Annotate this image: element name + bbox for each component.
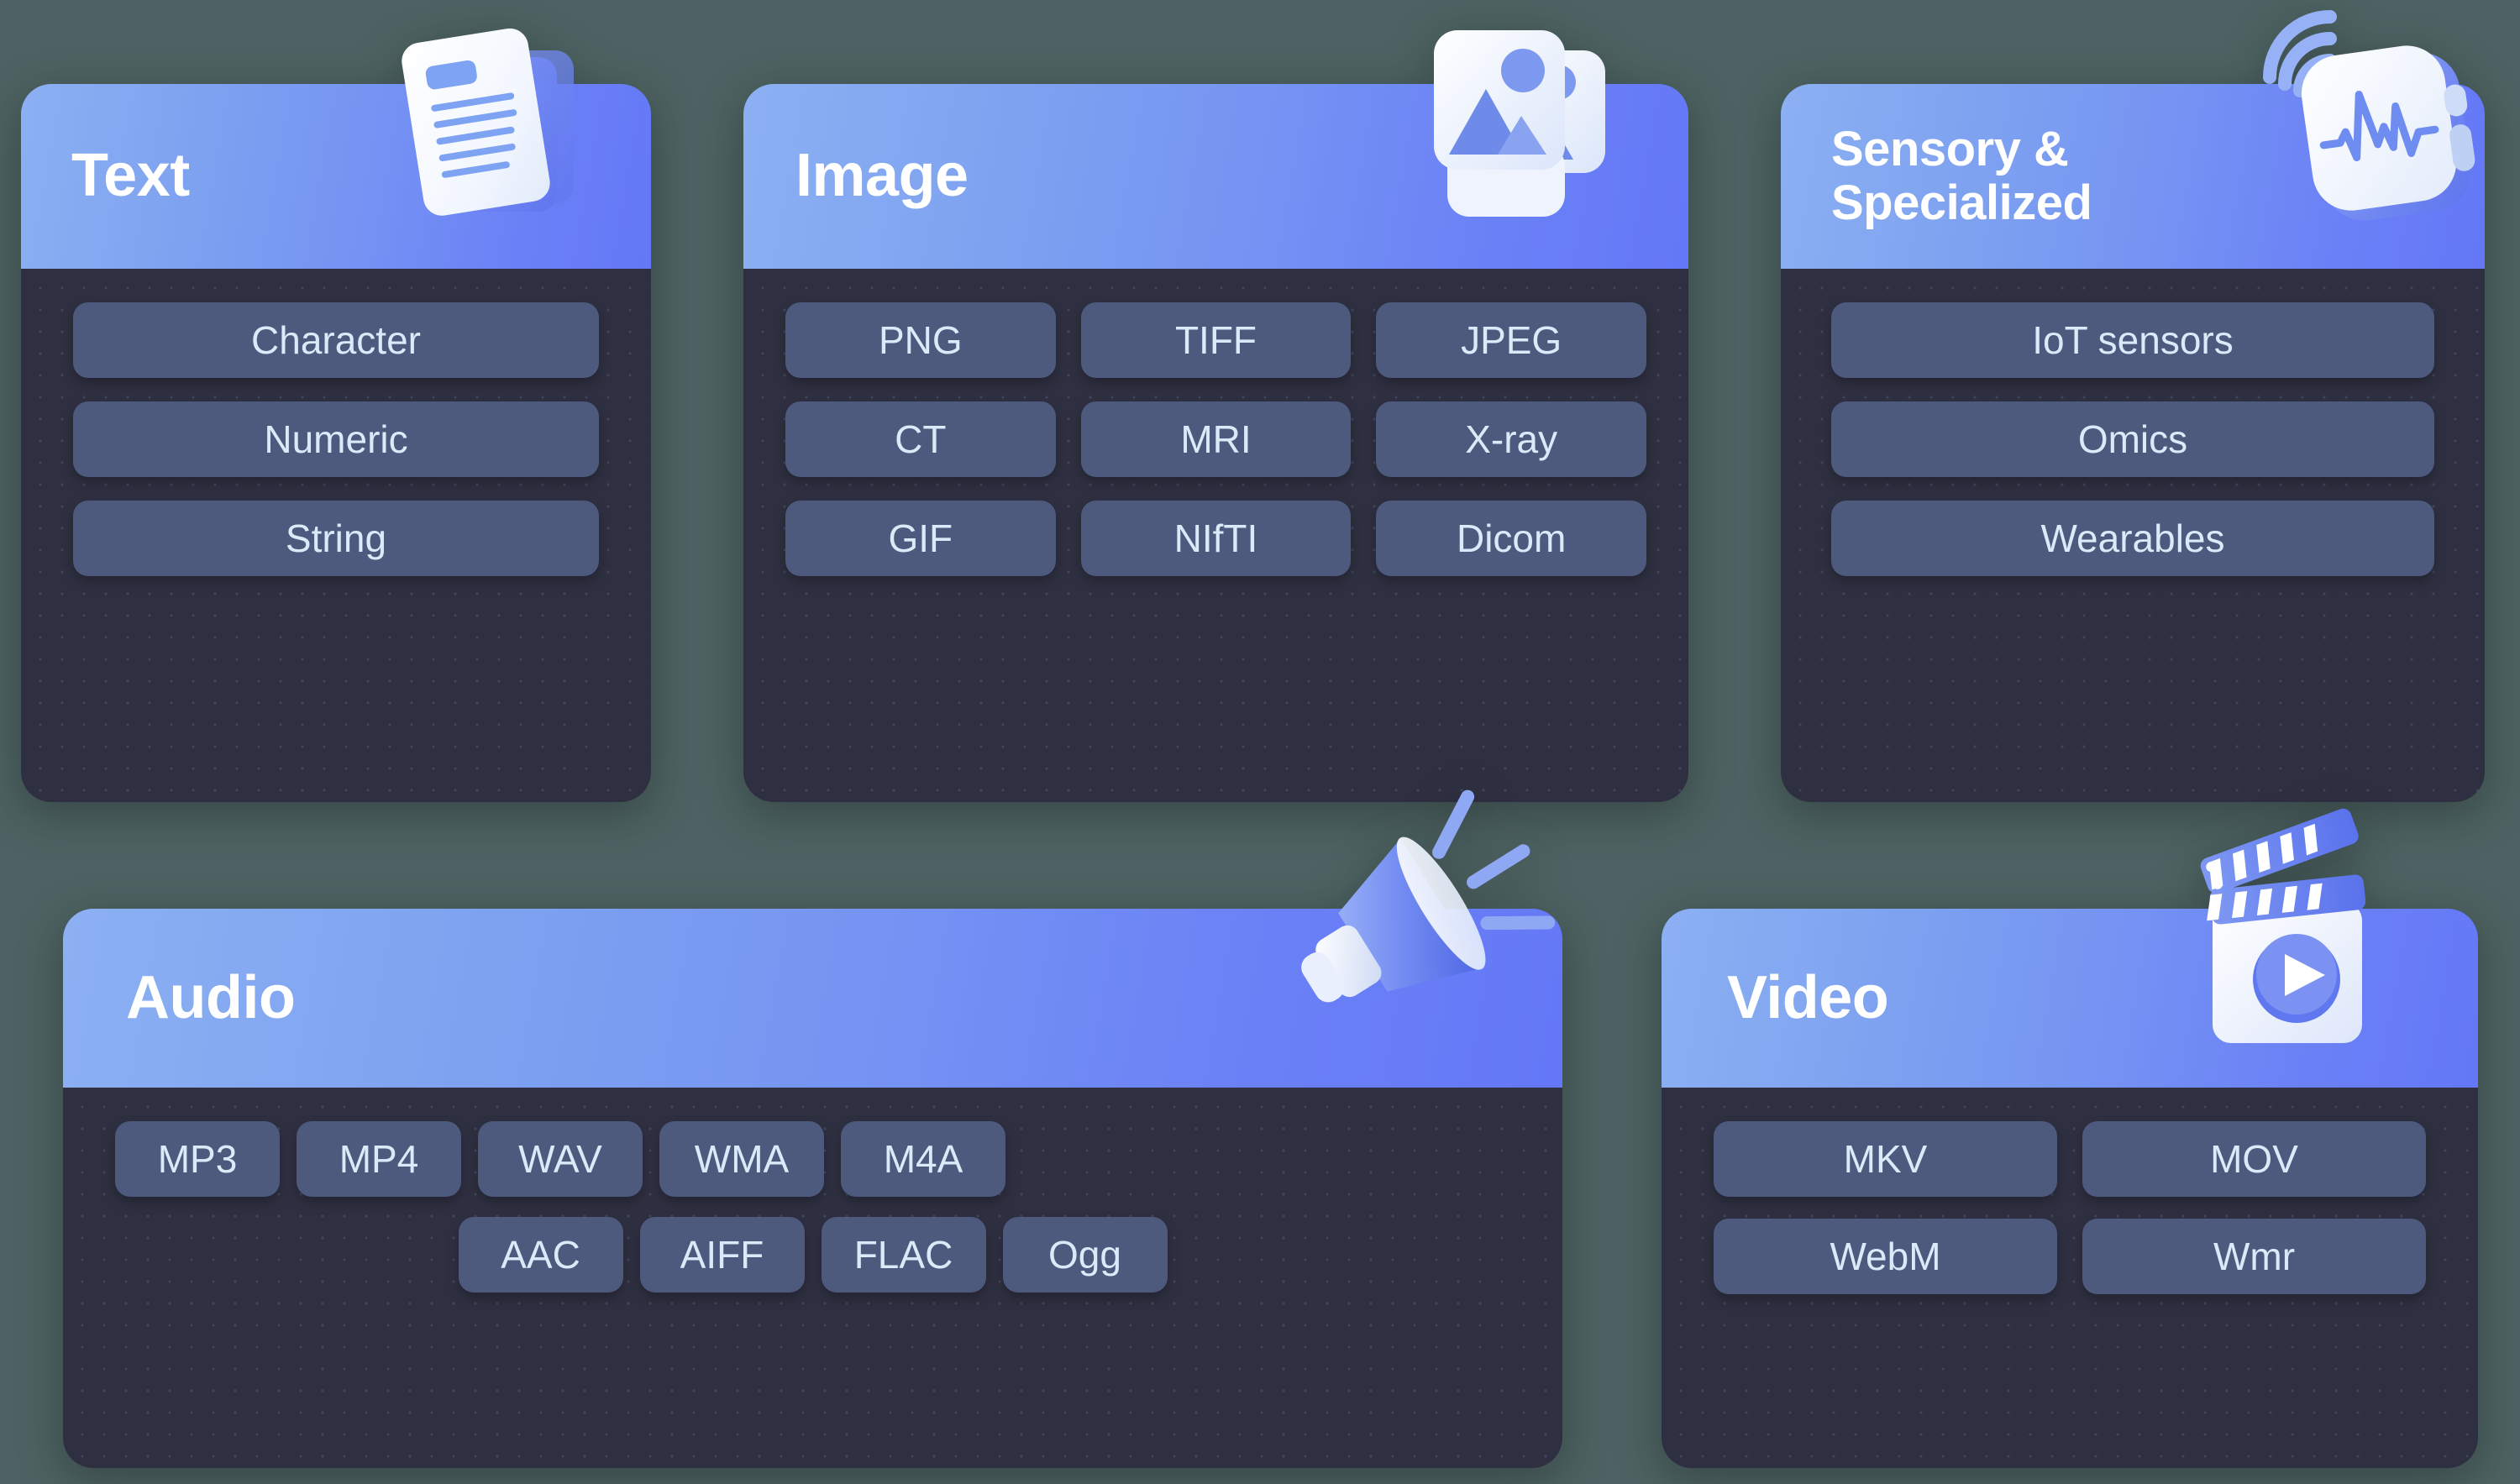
pill-item[interactable]: AIFF bbox=[639, 1217, 805, 1293]
pill-item[interactable]: WAV bbox=[478, 1121, 643, 1197]
pill-item[interactable]: Omics bbox=[1831, 401, 2434, 477]
pill-item[interactable]: AAC bbox=[458, 1217, 623, 1293]
pill-item[interactable]: X-ray bbox=[1376, 401, 1646, 477]
card-audio-title: Audio bbox=[126, 963, 296, 1031]
card-video-pill-grid: MKV MOV WebM Wmr bbox=[1662, 1121, 2478, 1294]
pill-item[interactable]: String bbox=[73, 501, 599, 576]
card-video: Video MKV MOV WebM Wmr bbox=[1662, 808, 2478, 1468]
card-sensory-title: Sensory & Specialized bbox=[1831, 122, 2092, 230]
pill-item[interactable]: CT bbox=[785, 401, 1056, 477]
pill-item[interactable]: PNG bbox=[785, 302, 1056, 378]
pill-item[interactable]: NIfTI bbox=[1080, 501, 1352, 576]
pill-item[interactable]: WMA bbox=[659, 1121, 824, 1197]
pill-item[interactable]: Numeric bbox=[73, 401, 599, 477]
pill-item[interactable]: MRI bbox=[1080, 401, 1352, 477]
card-image: Image PNG TIFF JPEG CT MRI X-ray GIF NIf… bbox=[743, 30, 1688, 802]
pill-item[interactable]: IoT sensors bbox=[1831, 302, 2434, 378]
card-sensory-header: Sensory & Specialized bbox=[1781, 84, 2485, 269]
pill-item[interactable]: JPEG bbox=[1376, 302, 1646, 378]
pill-item[interactable]: TIFF bbox=[1080, 302, 1352, 378]
card-audio-body: MP3 MP4 WAV WMA M4A AAC AIFF FLAC Ogg bbox=[63, 1088, 1562, 1468]
card-text-pill-list: Character Numeric String bbox=[21, 302, 651, 576]
pill-item[interactable]: Ogg bbox=[1002, 1217, 1168, 1293]
card-video-header: Video bbox=[1662, 909, 2478, 1088]
card-image-pill-grid: PNG TIFF JPEG CT MRI X-ray GIF NIfTI Dic… bbox=[743, 302, 1688, 576]
pill-item[interactable]: MOV bbox=[2082, 1121, 2426, 1197]
pill-item[interactable]: WebM bbox=[1714, 1219, 2057, 1294]
card-video-title: Video bbox=[1727, 963, 1889, 1031]
pill-item[interactable]: Wearables bbox=[1831, 501, 2434, 576]
pill-item[interactable]: Character bbox=[73, 302, 599, 378]
pill-item[interactable]: MKV bbox=[1714, 1121, 2057, 1197]
card-audio-pill-row-2: AAC AIFF FLAC Ogg bbox=[63, 1217, 1562, 1293]
card-video-body: MKV MOV WebM Wmr bbox=[1662, 1088, 2478, 1468]
pill-item[interactable]: Dicom bbox=[1376, 501, 1646, 576]
card-text-body: Character Numeric String bbox=[21, 269, 651, 802]
card-audio-header: Audio bbox=[63, 909, 1562, 1088]
card-audio: Audio MP3 MP4 WAV WMA M4A AAC AIFF FLAC … bbox=[63, 789, 1562, 1468]
card-image-body: PNG TIFF JPEG CT MRI X-ray GIF NIfTI Dic… bbox=[743, 269, 1688, 802]
pill-item[interactable]: Wmr bbox=[2082, 1219, 2426, 1294]
pill-item[interactable]: FLAC bbox=[821, 1217, 986, 1293]
card-text-header: Text bbox=[21, 84, 651, 269]
card-sensory-body: IoT sensors Omics Wearables bbox=[1781, 269, 2485, 802]
pill-item[interactable]: MP3 bbox=[115, 1121, 280, 1197]
card-sensory-specialized: Sensory & Specialized IoT sensors Omics … bbox=[1781, 10, 2485, 802]
pill-item[interactable]: MP4 bbox=[297, 1121, 461, 1197]
card-text-title: Text bbox=[71, 142, 190, 210]
pill-item[interactable]: M4A bbox=[841, 1121, 1005, 1197]
card-image-header: Image bbox=[743, 84, 1688, 269]
card-audio-pill-row-1: MP3 MP4 WAV WMA M4A bbox=[63, 1121, 1562, 1197]
pill-item[interactable]: GIF bbox=[785, 501, 1056, 576]
card-image-title: Image bbox=[795, 142, 969, 210]
card-sensory-pill-list: IoT sensors Omics Wearables bbox=[1781, 302, 2485, 576]
card-text: Text Character Numeric String bbox=[21, 28, 651, 802]
